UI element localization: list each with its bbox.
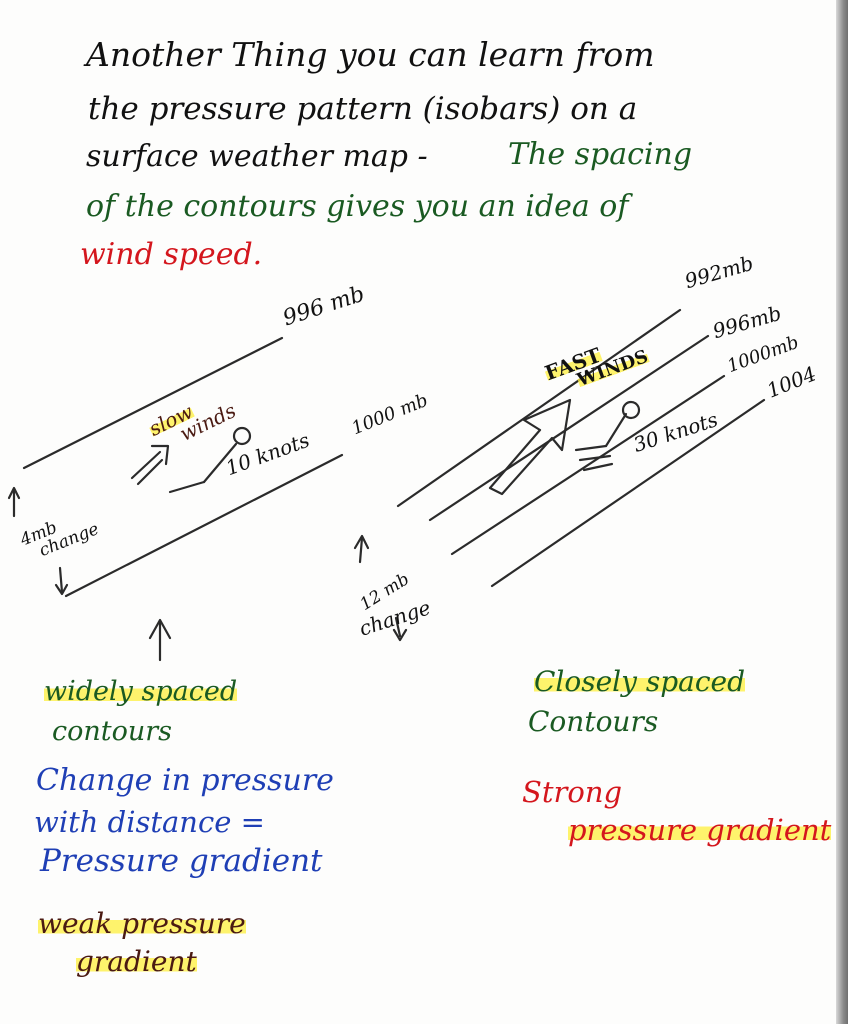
right-isobar-1000 <box>450 374 726 556</box>
left-change-arrow-down <box>58 566 64 594</box>
intro-line-3-green: The spacing <box>508 137 693 172</box>
right-isobar-1004 <box>490 398 766 588</box>
fast-wind-arrow-icon <box>488 398 572 496</box>
intro-line-5: wind speed. <box>80 237 263 272</box>
station-30-knots-icon <box>574 400 641 472</box>
right-caption-1: Closely spaced <box>534 665 746 698</box>
left-caption-1: widely spaced <box>44 676 238 707</box>
weak-gradient-line-1: weak pressure <box>38 907 246 940</box>
strong-gradient-line-1: Strong <box>522 775 623 809</box>
right-isobar-992 <box>396 308 682 508</box>
left-isobar-996 <box>22 336 284 470</box>
page-edge-shadow <box>836 0 848 1024</box>
intro-line-1: Another Thing you can learn from <box>86 35 655 74</box>
intro-line-3-black: surface weather map - <box>86 139 428 174</box>
definition-line-1: Change in pressure <box>36 763 334 798</box>
slow-wind-arrow-icon <box>130 444 170 486</box>
left-isobar-1000 <box>64 453 344 598</box>
right-isobar-996 <box>428 334 710 522</box>
definition-line-3: Pressure gradient <box>40 843 323 879</box>
left-caption-2: contours <box>52 716 173 747</box>
up-arrow-icon <box>148 618 172 662</box>
intro-line-2: the pressure pattern (isobars) on a <box>88 91 638 127</box>
definition-line-2: with distance = <box>34 805 265 839</box>
intro-line-4: of the contours gives you an idea of <box>86 189 629 224</box>
right-change-arrow-up <box>358 536 364 564</box>
weak-gradient-line-2: gradient <box>76 945 197 978</box>
right-change-arrow-down <box>394 616 402 638</box>
right-caption-2: Contours <box>528 705 659 738</box>
strong-gradient-line-2: pressure gradient <box>568 813 832 847</box>
station-10-knots-icon <box>168 426 252 494</box>
